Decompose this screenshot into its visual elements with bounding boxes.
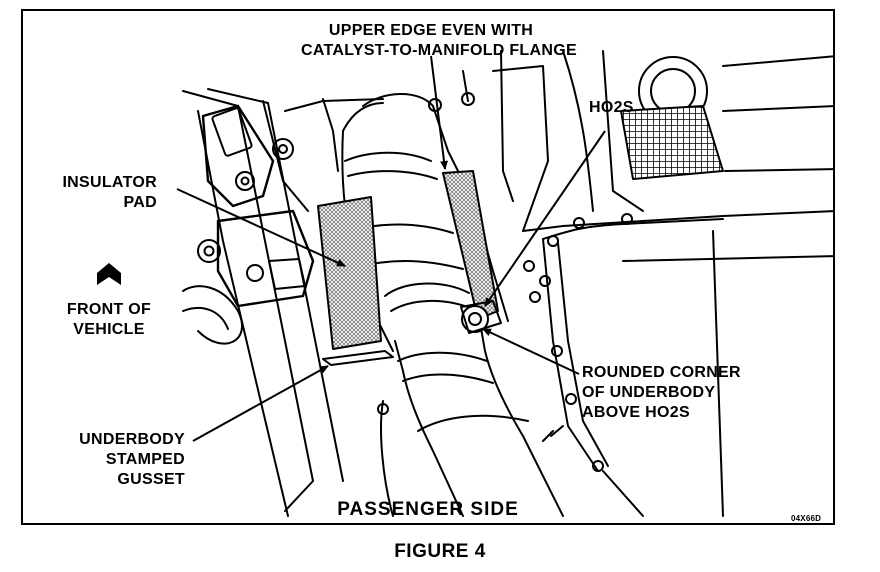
rounded-corner-label: ROUNDED CORNER OF UNDERBODY ABOVE HO2S (582, 363, 741, 423)
ho2s-label: HO2S (589, 99, 634, 116)
upper-edge-line2: CATALYST-TO-MANIFOLD FLANGE (301, 42, 577, 59)
passenger-side-label: PASSENGER SIDE (337, 499, 519, 520)
rounded-line2: OF UNDERBODY (582, 384, 716, 401)
gusset-line3: GUSSET (117, 471, 185, 488)
gusset-line2: STAMPED (105, 451, 185, 468)
insulator-line2: PAD (123, 194, 157, 211)
upper-edge-line1: UPPER EDGE EVEN WITH (328, 22, 534, 39)
figure-frame: UPPER EDGE EVEN WITH CATALYST-TO-MANIFOL… (21, 9, 835, 525)
front-line2: VEHICLE (73, 321, 145, 338)
upper-edge-label: UPPER EDGE EVEN WITH CATALYST-TO-MANIFOL… (301, 21, 577, 61)
insulator-line1: INSULATOR (62, 174, 157, 191)
rounded-line1: ROUNDED CORNER (582, 364, 741, 381)
figure-caption: FIGURE 4 (394, 541, 486, 562)
figure-code: 04X66D (791, 514, 822, 523)
front-line1: FRONT OF (66, 301, 152, 318)
rounded-line3: ABOVE HO2S (582, 404, 690, 421)
gusset-line1: UNDERBODY (79, 431, 185, 448)
front-arrow-icon (97, 263, 121, 285)
insulator-pad-label: INSULATOR PAD (43, 173, 157, 213)
underbody-gusset-label: UNDERBODY STAMPED GUSSET (43, 430, 185, 490)
underbody-drawing (97, 50, 833, 517)
front-of-vehicle-label: FRONT OF VEHICLE (49, 300, 169, 340)
